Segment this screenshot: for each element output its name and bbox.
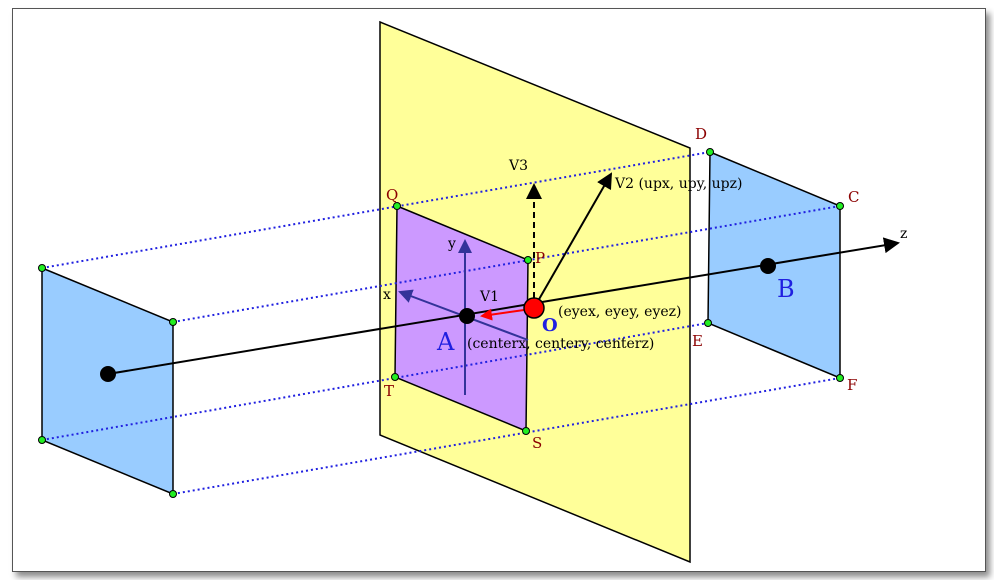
x-label: x — [383, 287, 391, 303]
c-label: C — [848, 188, 859, 206]
z-label: z — [900, 226, 907, 242]
p-label: P — [535, 249, 545, 267]
q-label: Q — [386, 186, 398, 204]
o-label: O — [542, 315, 558, 336]
point-a — [459, 308, 475, 324]
v1-vector — [480, 308, 525, 321]
eye-point — [523, 297, 545, 319]
v1-label: V1 — [479, 289, 499, 305]
d-label: D — [695, 125, 707, 143]
v3-label: V3 — [508, 158, 528, 174]
vertices — [38, 148, 844, 498]
f-label: F — [847, 376, 857, 394]
eye-label: (eyex, eyey, eyez) — [558, 304, 681, 320]
v2-label: V2 (upx, upy, upz) — [614, 176, 742, 192]
center-label: (centerx, centery, centerz) — [467, 336, 654, 352]
t-label: T — [384, 382, 394, 400]
y-label: y — [447, 236, 456, 252]
left-center-point — [100, 366, 116, 382]
v2-vector — [533, 172, 612, 309]
b-label: B — [777, 275, 795, 303]
point-b — [760, 258, 776, 274]
s-label: S — [532, 434, 542, 452]
e-label: E — [692, 332, 703, 350]
a-label: A — [436, 328, 455, 356]
